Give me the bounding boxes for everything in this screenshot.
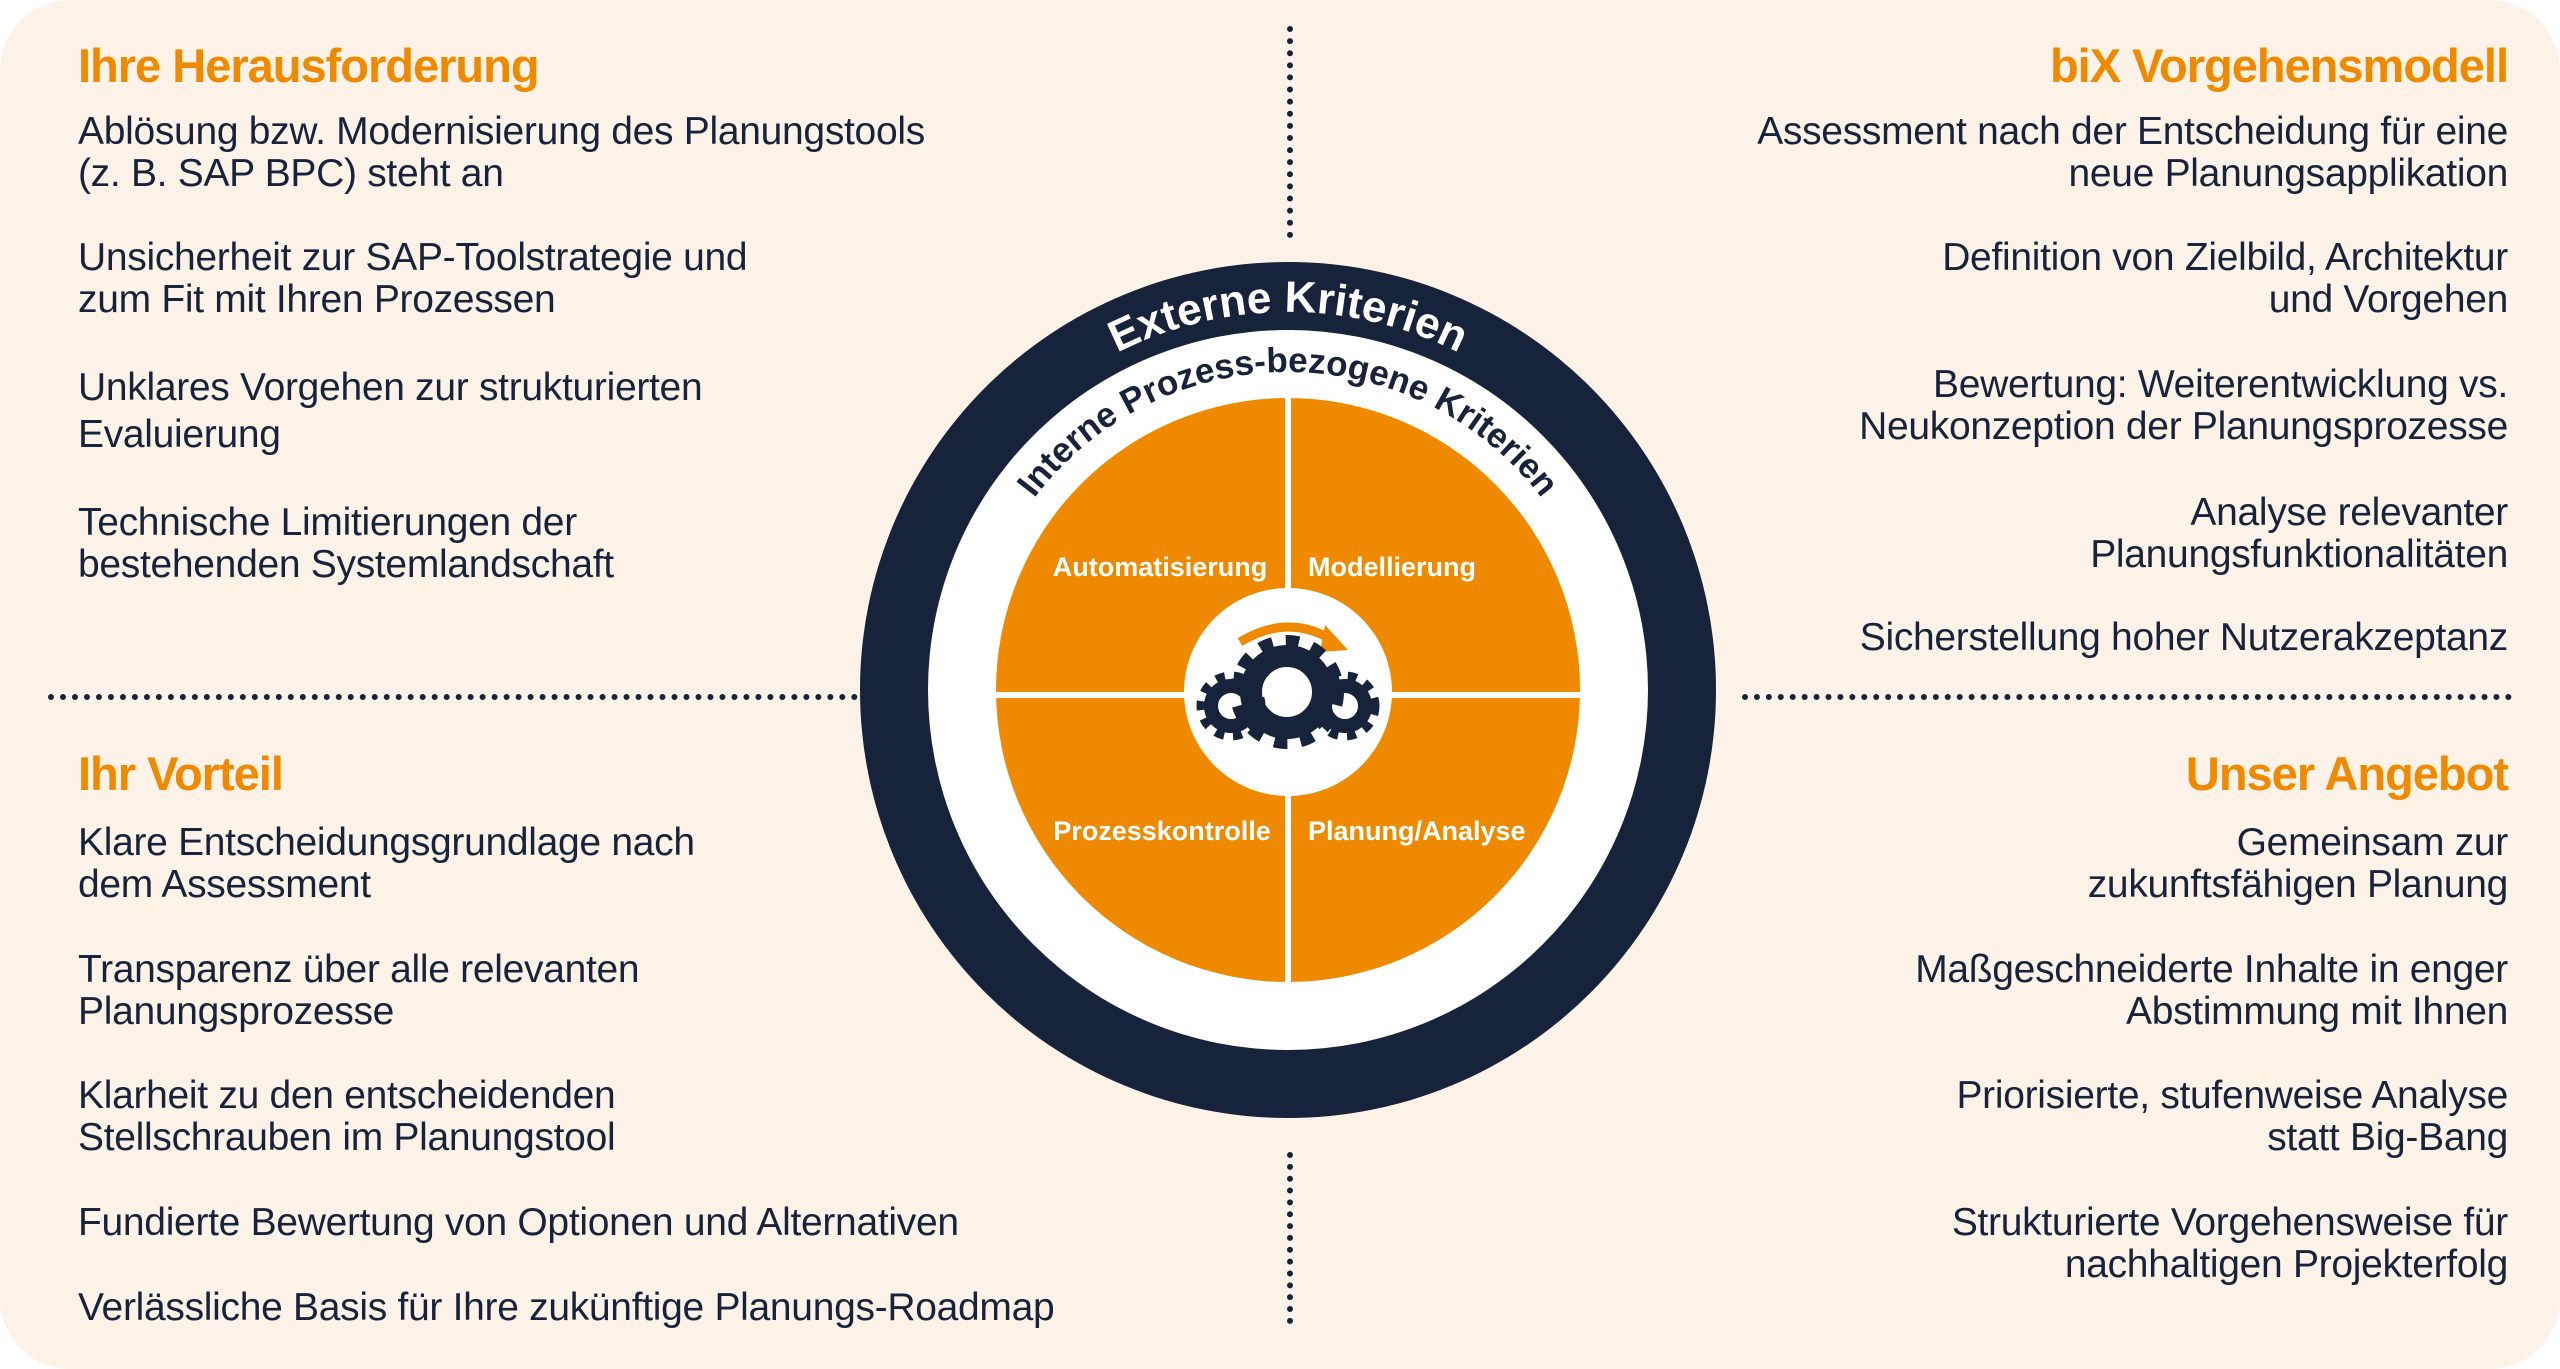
advantage-item: Fundierte Bewertung von Optionen und Alt… bbox=[78, 1201, 959, 1244]
offer-item: Priorisierte, stufenweise Analyse statt … bbox=[1956, 1074, 2508, 1159]
offer-item: Strukturierte Vorgehensweise für nachhal… bbox=[1951, 1201, 2508, 1286]
challenge-item: Technische Limitierungen der bestehenden… bbox=[78, 501, 614, 586]
divider-horizontal-left bbox=[48, 694, 858, 706]
quadrant-planning-analysis: Planung/Analyse bbox=[1308, 816, 1526, 846]
heading-offer: Unser Angebot bbox=[2185, 747, 2509, 800]
advantage-item: Verlässliche Basis für Ihre zukünftige P… bbox=[78, 1286, 1055, 1329]
heading-challenge: Ihre Herausforderung bbox=[78, 39, 540, 92]
approach-item: Definition von Zielbild, Architektur und… bbox=[1942, 236, 2508, 321]
heading-approach-model: biX Vorgehensmodell bbox=[2049, 39, 2509, 92]
center-circle bbox=[1184, 588, 1392, 796]
gears-with-arrow-icon bbox=[1196, 622, 1380, 749]
divider-vertical-bottom bbox=[1287, 1152, 1299, 1324]
advantage-item: Transparenz über alle relevanten Planung… bbox=[78, 948, 640, 1033]
challenge-item: Ablösung bzw. Modernisierung des Planung… bbox=[78, 110, 925, 195]
heading-advantage: Ihr Vorteil bbox=[78, 747, 284, 800]
quadrant-automation: Automatisierung bbox=[1053, 552, 1268, 582]
approach-item: Assessment nach der Entscheidung für ein… bbox=[1757, 110, 2508, 195]
advantage-item: Klarheit zu den entscheidenden Stellschr… bbox=[78, 1074, 616, 1159]
divider-vertical-top bbox=[1287, 26, 1299, 238]
approach-item: Sicherstellung hoher Nutzerakzeptanz bbox=[1859, 616, 2509, 659]
quadrant-modeling: Modellierung bbox=[1308, 552, 1476, 582]
quadrant-process-control: Prozesskontrolle bbox=[1053, 816, 1271, 846]
challenge-item: Unsicherheit zur SAP-Toolstrategie und z… bbox=[78, 236, 748, 321]
divider-horizontal-right bbox=[1742, 694, 2512, 706]
approach-item: Bewertung: Weiterentwicklung vs. Neukonz… bbox=[1859, 363, 2508, 448]
challenge-item: Unklares Vorgehen zur strukturierten Eva… bbox=[78, 366, 703, 456]
advantage-item: Klare Entscheidungsgrundlage nach dem As… bbox=[78, 821, 695, 906]
offer-item: Gemeinsam zur zukunftsfähigen Planung bbox=[2087, 821, 2509, 906]
offer-item: Maßgeschneiderte Inhalte in enger Abstim… bbox=[1915, 948, 2508, 1033]
approach-item: Analyse relevanter Planungsfunktionalitä… bbox=[2090, 491, 2508, 576]
